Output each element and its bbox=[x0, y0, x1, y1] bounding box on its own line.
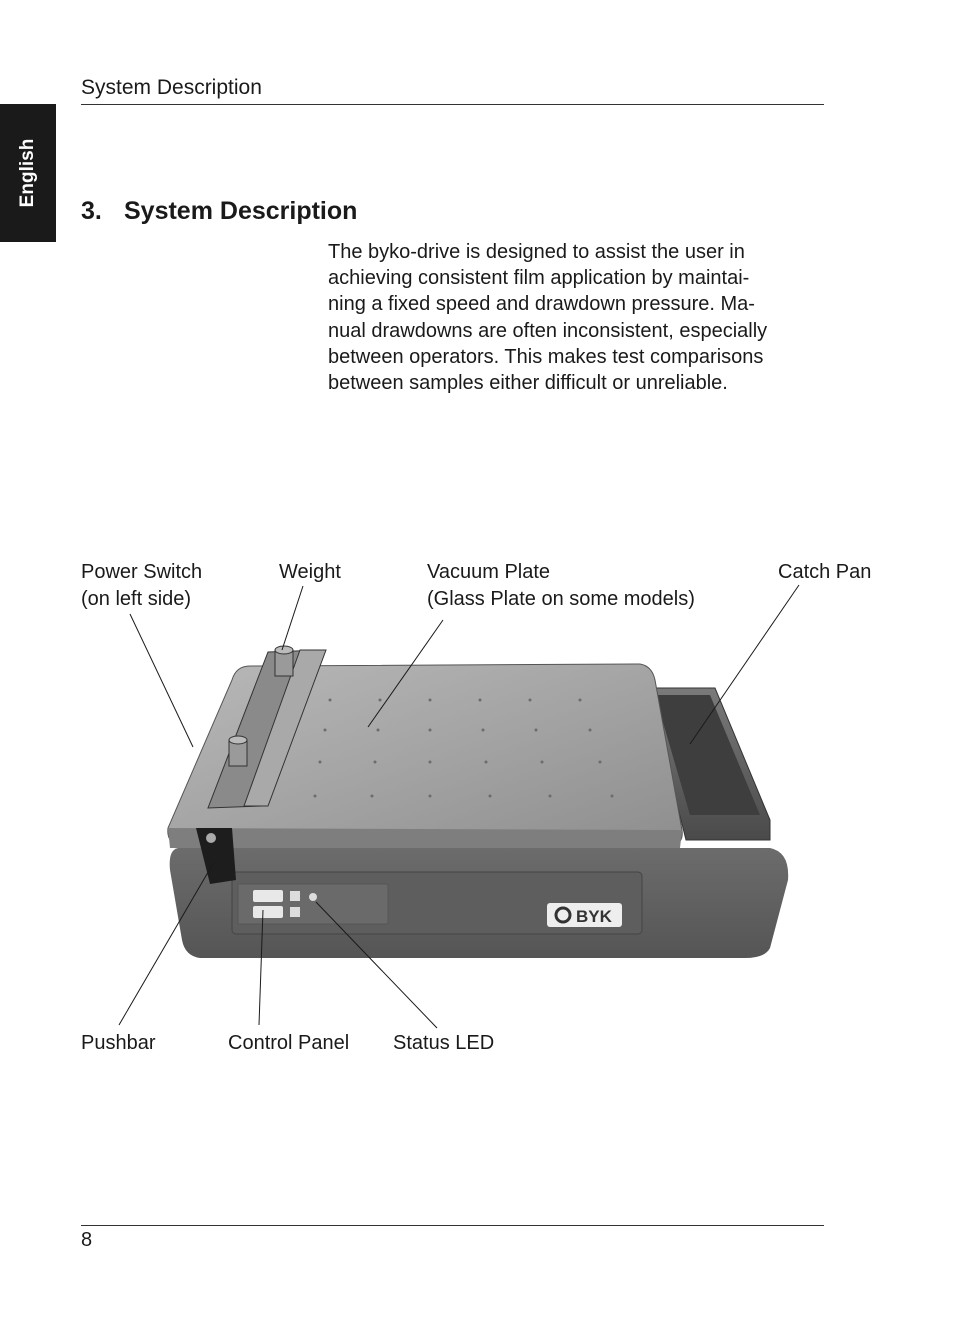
paragraph-line: nual drawdowns are often inconsistent, e… bbox=[328, 319, 768, 342]
label-line: (on left side) bbox=[81, 588, 192, 610]
label-weight: Weight bbox=[279, 559, 341, 586]
byk-logo: BYK bbox=[547, 903, 622, 927]
language-tab: English bbox=[0, 104, 56, 242]
paragraph-line: between samples either difficult or unre… bbox=[328, 372, 728, 395]
status-led-dot bbox=[309, 893, 317, 901]
page-number: 8 bbox=[81, 1229, 93, 1251]
label-pushbar: Pushbar bbox=[81, 1030, 156, 1057]
label-line: Pushbar bbox=[81, 1032, 156, 1054]
label-control-panel: Control Panel bbox=[228, 1030, 349, 1057]
label-power-switch: Power Switch (on left side) bbox=[81, 559, 202, 613]
paragraph-line: between operators. This makes test compa… bbox=[328, 345, 764, 368]
paragraph-line: The byko-drive is designed to assist the… bbox=[328, 241, 745, 263]
pushbar bbox=[196, 828, 236, 884]
section-number: 3. bbox=[81, 197, 102, 225]
label-line: Control Panel bbox=[228, 1032, 350, 1054]
paragraph-line: ning a fixed speed and drawdown pressure… bbox=[328, 293, 755, 316]
intro-paragraph: The byko-drive is designed to assist the… bbox=[328, 239, 808, 396]
byk-logo-text: BYK bbox=[576, 907, 613, 926]
section-heading: 3. System Description bbox=[81, 197, 357, 226]
label-line: Power Switch bbox=[81, 561, 203, 583]
label-catch-pan: Catch Pan bbox=[778, 559, 871, 586]
section-title: System Description bbox=[124, 197, 358, 225]
label-vacuum-plate: Vacuum Plate (Glass Plate on some models… bbox=[427, 559, 695, 613]
footer-rule bbox=[81, 1225, 824, 1226]
header-title: System Description bbox=[81, 76, 262, 99]
label-line: Vacuum Plate bbox=[427, 561, 551, 583]
vacuum-holes bbox=[313, 698, 614, 798]
leader-lines bbox=[118, 584, 800, 1029]
paragraph-line: achieving consistent film application by… bbox=[328, 267, 750, 290]
header-rule bbox=[81, 104, 824, 105]
label-line: Weight bbox=[279, 561, 341, 583]
label-line: (Glass Plate on some models) bbox=[427, 588, 695, 610]
label-status-led: Status LED bbox=[393, 1030, 494, 1057]
label-line: Status LED bbox=[393, 1032, 495, 1054]
label-line: Catch Pan bbox=[778, 561, 872, 583]
